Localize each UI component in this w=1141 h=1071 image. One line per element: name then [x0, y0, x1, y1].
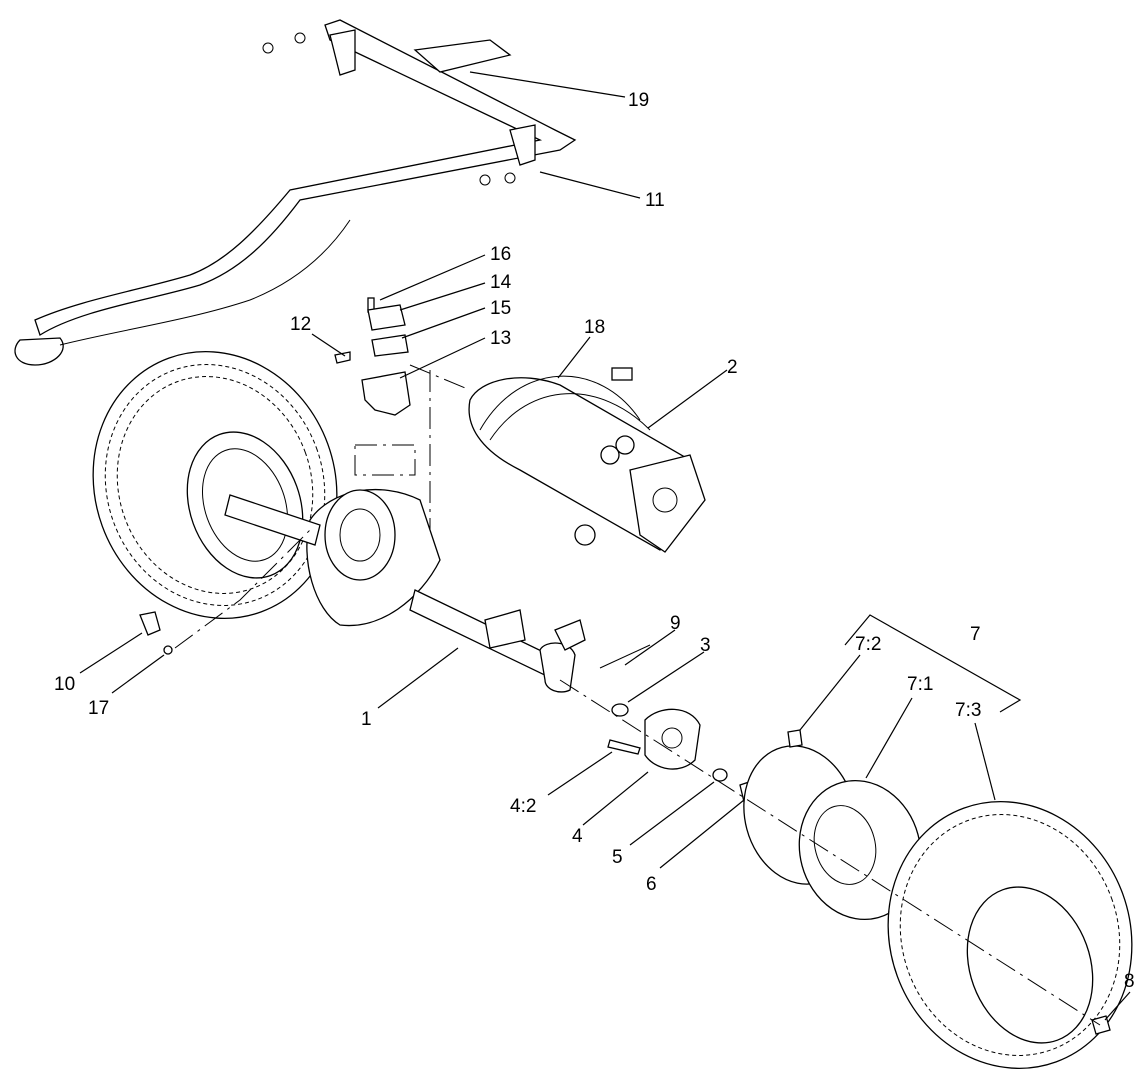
- callout-12: 12: [290, 314, 311, 335]
- leader-lines: [79, 71, 1131, 1021]
- fittings: [139, 611, 173, 655]
- callout-13: 13: [490, 328, 511, 349]
- callout-14: 14: [490, 272, 512, 293]
- callout-4: 4: [572, 826, 583, 847]
- callout-7-2: 7:2: [855, 634, 881, 655]
- callout-7-1: 7:1: [907, 674, 933, 695]
- callout-11: 11: [645, 190, 665, 211]
- callout-19: 19: [628, 90, 649, 111]
- right-rim: [743, 729, 922, 921]
- callout-18: 18: [584, 317, 605, 338]
- callout-17: 17: [88, 698, 109, 719]
- right-tire: [887, 801, 1133, 1069]
- callout-8: 8: [1124, 971, 1135, 992]
- mount-brackets: [334, 297, 411, 416]
- callout-5: 5: [612, 847, 623, 868]
- drive-motor: [468, 367, 706, 553]
- callout-7: 7: [970, 624, 981, 645]
- callout-3: 3: [700, 635, 711, 656]
- callout-4-2: 4:2: [510, 796, 536, 817]
- callout-1: 1: [361, 709, 372, 730]
- callout-7-3: 7:3: [955, 700, 981, 721]
- callout-10: 10: [54, 674, 75, 695]
- callout-6: 6: [646, 874, 657, 895]
- callout-2: 2: [727, 357, 738, 378]
- hub-assembly: [599, 644, 761, 807]
- callout-labels: 19 11 16 14 15 13 12 18 2 9 3 10 17 1 4:…: [54, 90, 1135, 992]
- callout-15: 15: [490, 298, 511, 319]
- callout-16: 16: [490, 244, 511, 265]
- callout-9: 9: [670, 613, 681, 634]
- transaxle: [224, 488, 586, 693]
- tow-frame: [14, 19, 577, 366]
